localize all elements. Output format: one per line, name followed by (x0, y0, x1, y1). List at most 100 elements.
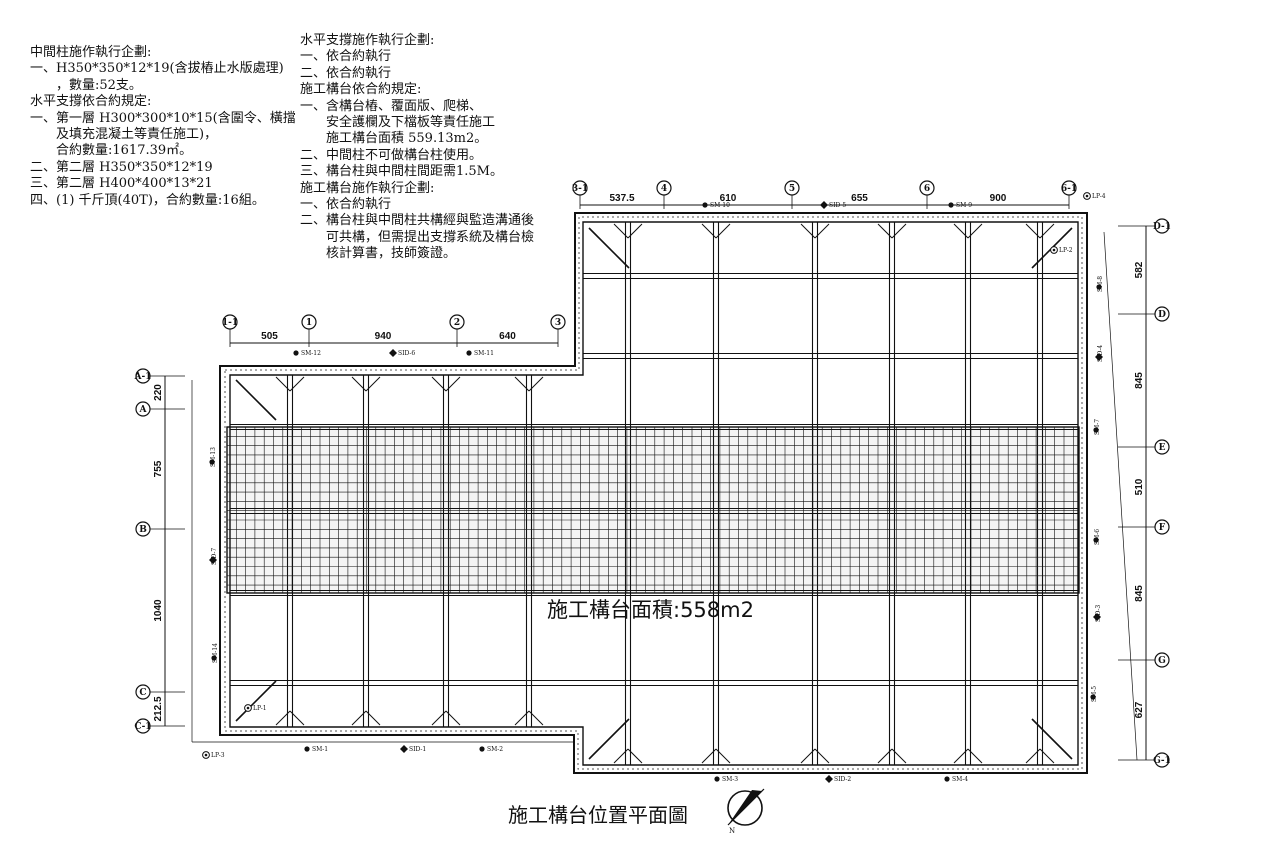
notes_mid-line: 施工構台施作執行企劃: (300, 180, 435, 196)
grid-label: A-1 (134, 372, 152, 382)
marker-label: SM-13 (210, 447, 217, 467)
marker-label: SM-4 (952, 776, 968, 783)
notes_mid-line: 二、中間柱不可做構台柱使用。 (300, 147, 483, 163)
notes_left-line: 四、(1) 千斤頂(40T)，合約數量:16組。 (30, 192, 265, 208)
platform-outline (226, 426, 1080, 594)
inclinometer-icon (209, 556, 217, 564)
notes_left-line: 一、第一層 H300*300*10*15(含圍令、橫擋 (30, 110, 296, 126)
grid-label: D (1158, 310, 1166, 320)
settlement-point-icon (944, 776, 950, 782)
marker-label: SID-4 (1097, 345, 1104, 362)
dim-value: 640 (499, 331, 516, 342)
marker-label: SM-14 (212, 643, 219, 663)
notes-middle: 水平支撐施作執行企劃:一、依合約執行二、依合約執行施工構台依合約規定:一、含構台… (300, 33, 534, 263)
grid-label: G (1158, 656, 1166, 666)
notes_left-line: 合約數量:1617.39㎡。 (30, 143, 193, 159)
marker-label: SM-10 (710, 202, 730, 209)
notes_mid-line: 安全護欄及下檔板等責任施工 (300, 115, 496, 131)
wall-fill-dots (224, 216, 1083, 770)
corner-brace (235, 680, 277, 722)
marker-label: SID-6 (398, 350, 415, 357)
grid-label: 3 (555, 318, 561, 328)
marker-label: SM-6 (1094, 529, 1101, 545)
notes_mid-line: 一、依合約執行 (300, 49, 392, 65)
retaining-wall-inner (229, 221, 1079, 766)
dim-value: 845 (1134, 372, 1145, 389)
marker-label: SM-3 (722, 776, 738, 783)
marker-label: SM-5 (1091, 686, 1098, 702)
settlement-point-icon (1093, 537, 1099, 543)
grid-label: C-1 (134, 722, 151, 732)
inclinometer-icon (389, 349, 397, 357)
notes_mid-line: 可共構，但需提出支撐系統及構台檢 (300, 229, 535, 245)
dim-value: 1040 (153, 599, 164, 622)
notes_mid-line: 二、依合約執行 (300, 65, 392, 81)
grid-label: D-1 (1153, 222, 1171, 232)
grid-label: F (1159, 523, 1166, 533)
inclinometer-icon (825, 775, 833, 783)
grid-label: E (1159, 443, 1166, 453)
dim-value: 610 (720, 193, 737, 204)
corner-brace (588, 227, 630, 269)
inclinometer-icon (400, 745, 408, 753)
grid-label: 5 (789, 184, 795, 194)
corner-brace (235, 379, 277, 421)
marker-label: SM-8 (1097, 276, 1104, 292)
north-label: N (729, 827, 735, 835)
dim-value: 537.5 (609, 193, 634, 204)
dim-value: 510 (1134, 478, 1145, 495)
marker-label: SM-1 (312, 746, 328, 753)
corner-brace (588, 718, 630, 760)
notes_left-line: ，數量:52支。 (30, 77, 142, 93)
marker-label: SID-7 (211, 548, 218, 565)
marker-label: SID-3 (1095, 605, 1102, 622)
notes_left-line: 一、H350*350*12*19(含拔樁止水版處理) (30, 61, 284, 77)
marker-label: SID-1 (409, 746, 426, 753)
marker-label: SM-12 (301, 350, 321, 357)
dim-value: 845 (1134, 585, 1145, 602)
dim-value: 627 (1134, 701, 1145, 718)
notes-left: 中間柱施作執行企劃:一、H350*350*12*19(含拔樁止水版處理) ，數量… (30, 45, 296, 209)
notes_mid-line: 施工構台面積 559.13m2。 (300, 131, 488, 147)
dim-value: 940 (375, 331, 392, 342)
marker-label: LP-3 (211, 752, 225, 759)
notes_left-line: 二、第二層 H350*350*12*19 (30, 159, 213, 175)
notes_mid-line: 施工構台依合約規定: (300, 82, 422, 98)
dim-value: 582 (1134, 261, 1145, 278)
retaining-wall-outer (219, 212, 1088, 774)
marker-label: SID-2 (834, 776, 851, 783)
grid-label: 4 (661, 184, 667, 194)
platform-area-label: 施工構台面積:558m2 (547, 598, 754, 622)
notes_mid-line: 三、構台柱與中間柱間距需1.5M。 (300, 164, 503, 180)
notes_mid-line: 二、構台柱與中間柱共構經與監造溝通後 (300, 213, 535, 229)
settlement-point-icon (211, 655, 217, 661)
inclinometer-icon (1095, 353, 1103, 361)
settlement-point-icon (466, 350, 472, 356)
settlement-point-icon (209, 459, 215, 465)
grid-label: B (139, 525, 147, 535)
settlement-point-icon (948, 202, 954, 208)
inclinometer-icon (1093, 613, 1101, 621)
marker-label: SID-5 (829, 202, 846, 209)
grid-label: 1 (306, 318, 312, 328)
grid-label: C (139, 688, 146, 698)
notes_mid-line: 核計算書，技師簽證。 (300, 246, 457, 262)
settlement-point-icon (714, 776, 720, 782)
grid-label: 2 (454, 318, 460, 328)
north-arrow-icon: N (727, 788, 765, 835)
marker-label: SM-2 (487, 746, 503, 753)
notes_left-line: 及填充混凝土等責任施工)， (30, 127, 218, 143)
settlement-point-icon (304, 746, 310, 752)
marker-label: SM-11 (474, 350, 494, 357)
notes_mid-line: 一、含構台樁、覆面版、爬梯、 (300, 98, 483, 114)
dim-value: 655 (851, 193, 868, 204)
marker-label: LP-1 (253, 705, 267, 712)
dim-value: 212.5 (153, 696, 164, 721)
settlement-point-icon (1096, 284, 1102, 290)
dim-value: 220 (153, 384, 164, 401)
platform-grid-hatch (226, 426, 1080, 594)
inclinometer-icon (820, 201, 828, 209)
settlement-point-icon (1090, 694, 1096, 700)
settlement-point-icon (1093, 427, 1099, 433)
